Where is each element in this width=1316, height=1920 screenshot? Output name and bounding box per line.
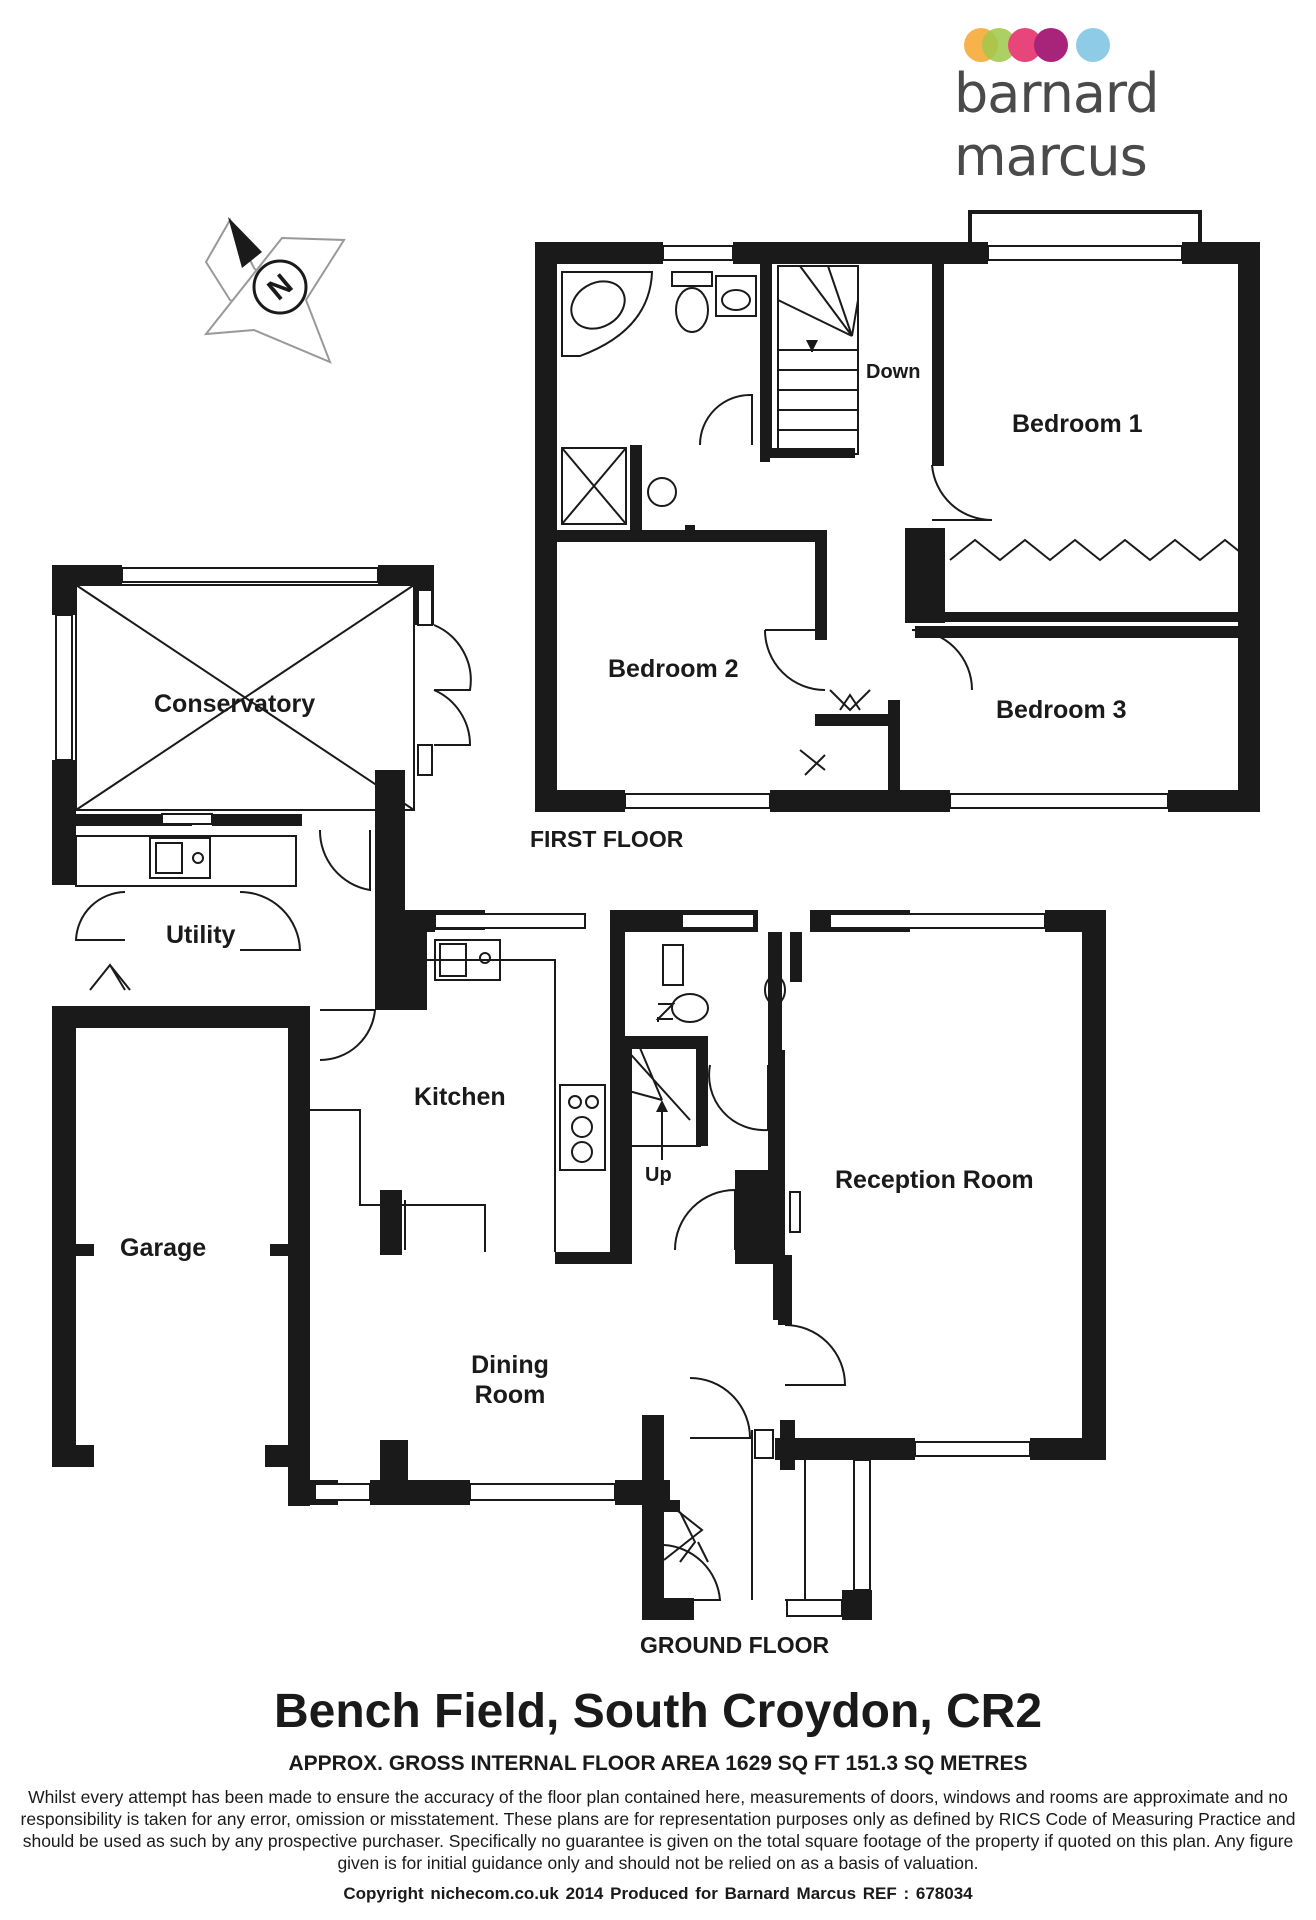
property-address: Bench Field, South Croydon, CR2 [273, 1685, 1043, 1738]
ground-floor-walls [52, 565, 1106, 1620]
disclaimer-text: Whilst every attempt has been made to en… [20, 1787, 1296, 1873]
logo-dot [1076, 28, 1110, 62]
first-floor-walls [535, 242, 1260, 812]
ground-floor-windows [55, 567, 1046, 1617]
floor-area: APPROX. GROSS INTERNAL FLOOR AREA 1629 S… [288, 1752, 1028, 1775]
copyright-line: Copyright nichecom.co.uk 2014 Produced f… [343, 1884, 973, 1903]
ground-floor-fixtures [74, 584, 847, 1601]
first-floor-windows [624, 245, 1183, 809]
logo-dot [1034, 28, 1068, 62]
brand-logo: barnard marcus [904, 24, 1284, 188]
compass-icon [203, 217, 346, 364]
first-floor-fixtures [561, 265, 1241, 776]
brand-name: barnard marcus [954, 62, 1159, 188]
logo-dots [964, 28, 1124, 64]
